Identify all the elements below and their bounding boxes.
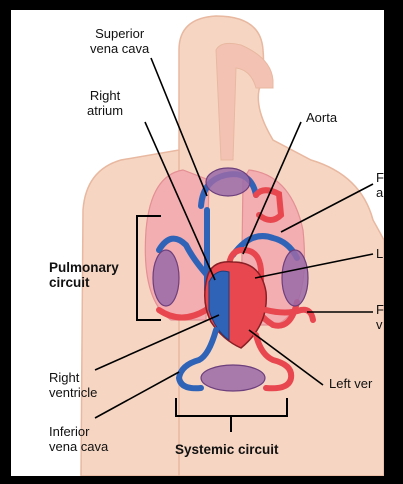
label-pulmonary-artery: F a [376,170,384,200]
left-capillary-bed [153,250,179,306]
label-left-ventricle: Left ver [329,376,372,391]
label-superior-vena-cava: Superior vena cava [90,26,149,56]
label-right-atrium: Right atrium [87,88,123,118]
upper-capillary-bed [206,168,250,196]
systemic-capillary-bed [201,365,265,391]
label-left-atrium: L [376,246,383,261]
label-aorta: Aorta [306,110,337,125]
right-capillary-bed [282,250,308,306]
label-pulmonary-circuit: Pulmonary circuit [49,260,119,290]
label-systemic-circuit: Systemic circuit [175,442,279,457]
label-right-ventricle: Right ventricle [49,370,97,400]
circulation-diagram [11,10,384,476]
label-pulmonary-vein: F v [376,302,384,332]
diagram-panel: Superior vena cava Right atrium Aorta F … [11,10,384,476]
label-inferior-vena-cava: Inferior vena cava [49,424,108,454]
